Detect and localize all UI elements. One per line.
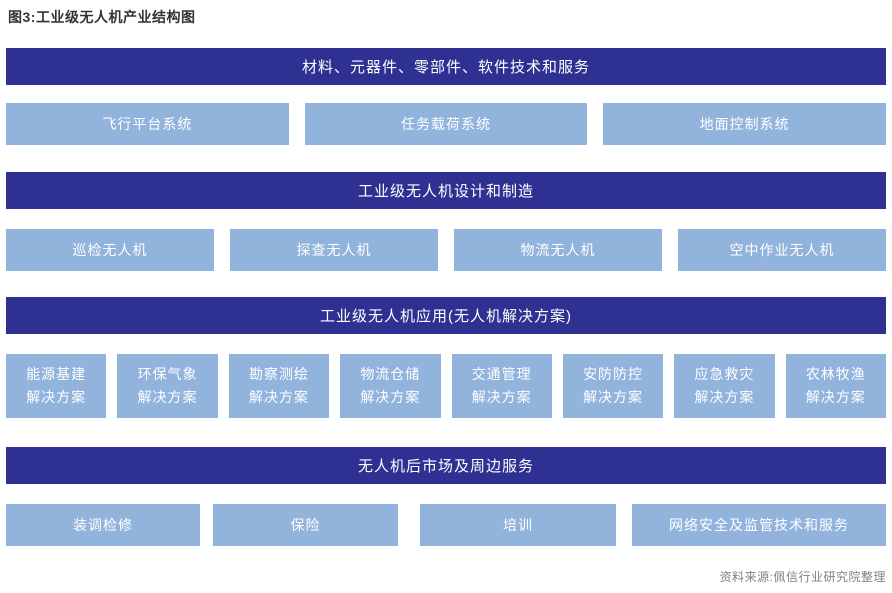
- tier-row-solutions: 能源基建 解决方案 环保气象 解决方案 勘察测绘 解决方案 物流仓储 解决方案 …: [6, 354, 886, 418]
- diagram-node-network-security-regulation: 网络安全及监管技术和服务: [632, 504, 886, 546]
- node-line-2: 解决方案: [360, 389, 421, 405]
- tier-row-drone-types: 巡检无人机 探查无人机 物流无人机 空中作业无人机: [6, 229, 886, 271]
- diagram-node-survey-drone: 探查无人机: [230, 229, 438, 271]
- node-line-2: 解决方案: [471, 389, 532, 405]
- tier-header-applications: 工业级无人机应用(无人机解决方案): [6, 297, 886, 334]
- figure-title: 图3:工业级无人机产业结构图: [8, 9, 196, 25]
- node-line-2: 解决方案: [805, 389, 866, 405]
- node-line-1: 环保气象: [137, 366, 198, 382]
- tier-header-design-manufacturing: 工业级无人机设计和制造: [6, 172, 886, 209]
- node-line-1: 交通管理: [471, 366, 532, 382]
- tier-header-components: 材料、元器件、零部件、软件技术和服务: [6, 48, 886, 85]
- diagram-node-training: 培训: [420, 504, 616, 546]
- diagram-node-traffic-management: 交通管理 解决方案: [451, 354, 552, 418]
- diagram-node-insurance: 保险: [213, 504, 398, 546]
- node-line-2: 解决方案: [694, 389, 755, 405]
- diagram-node-logistics-drone: 物流无人机: [454, 229, 662, 271]
- diagram-node-assembly-maintenance: 装调检修: [6, 504, 200, 546]
- node-line-1: 应急救灾: [694, 366, 755, 382]
- source-note: 资料来源:佩信行业研究院整理: [719, 570, 886, 584]
- tier-row-aftermarket: 装调检修 保险 培训 网络安全及监管技术和服务: [6, 504, 886, 546]
- node-line-1: 农林牧渔: [805, 366, 866, 382]
- diagram-node-environment-weather: 环保气象 解决方案: [117, 354, 218, 418]
- diagram-node-flight-platform: 飞行平台系统: [6, 103, 289, 145]
- node-line-1: 能源基建: [26, 366, 87, 382]
- node-line-2: 解决方案: [26, 389, 87, 405]
- diagram-node-agriculture-forestry: 农林牧渔 解决方案: [785, 354, 886, 418]
- tier-row-components: 飞行平台系统 任务载荷系统 地面控制系统: [6, 103, 887, 145]
- node-line-1: 勘察测绘: [248, 366, 309, 382]
- node-line-2: 解决方案: [137, 389, 198, 405]
- diagram-node-security-control: 安防防控 解决方案: [562, 354, 664, 418]
- diagram-node-ground-control: 地面控制系统: [603, 103, 887, 145]
- node-line-2: 解决方案: [248, 389, 309, 405]
- diagram-node-emergency-rescue: 应急救灾 解决方案: [674, 354, 775, 418]
- node-line-1: 安防防控: [583, 366, 644, 382]
- diagram-node-surveying-mapping: 勘察测绘 解决方案: [228, 354, 330, 418]
- tier-header-aftermarket: 无人机后市场及周边服务: [6, 447, 886, 484]
- diagram-node-energy-infrastructure: 能源基建 解决方案: [6, 354, 107, 418]
- node-line-1: 物流仓储: [360, 366, 421, 382]
- diagram-node-inspection-drone: 巡检无人机: [6, 229, 214, 271]
- diagram-node-mission-payload: 任务载荷系统: [304, 103, 588, 145]
- diagram-node-aerial-work-drone: 空中作业无人机: [678, 229, 886, 271]
- diagram-node-logistics-warehousing: 物流仓储 解决方案: [340, 354, 441, 418]
- node-line-2: 解决方案: [583, 389, 644, 405]
